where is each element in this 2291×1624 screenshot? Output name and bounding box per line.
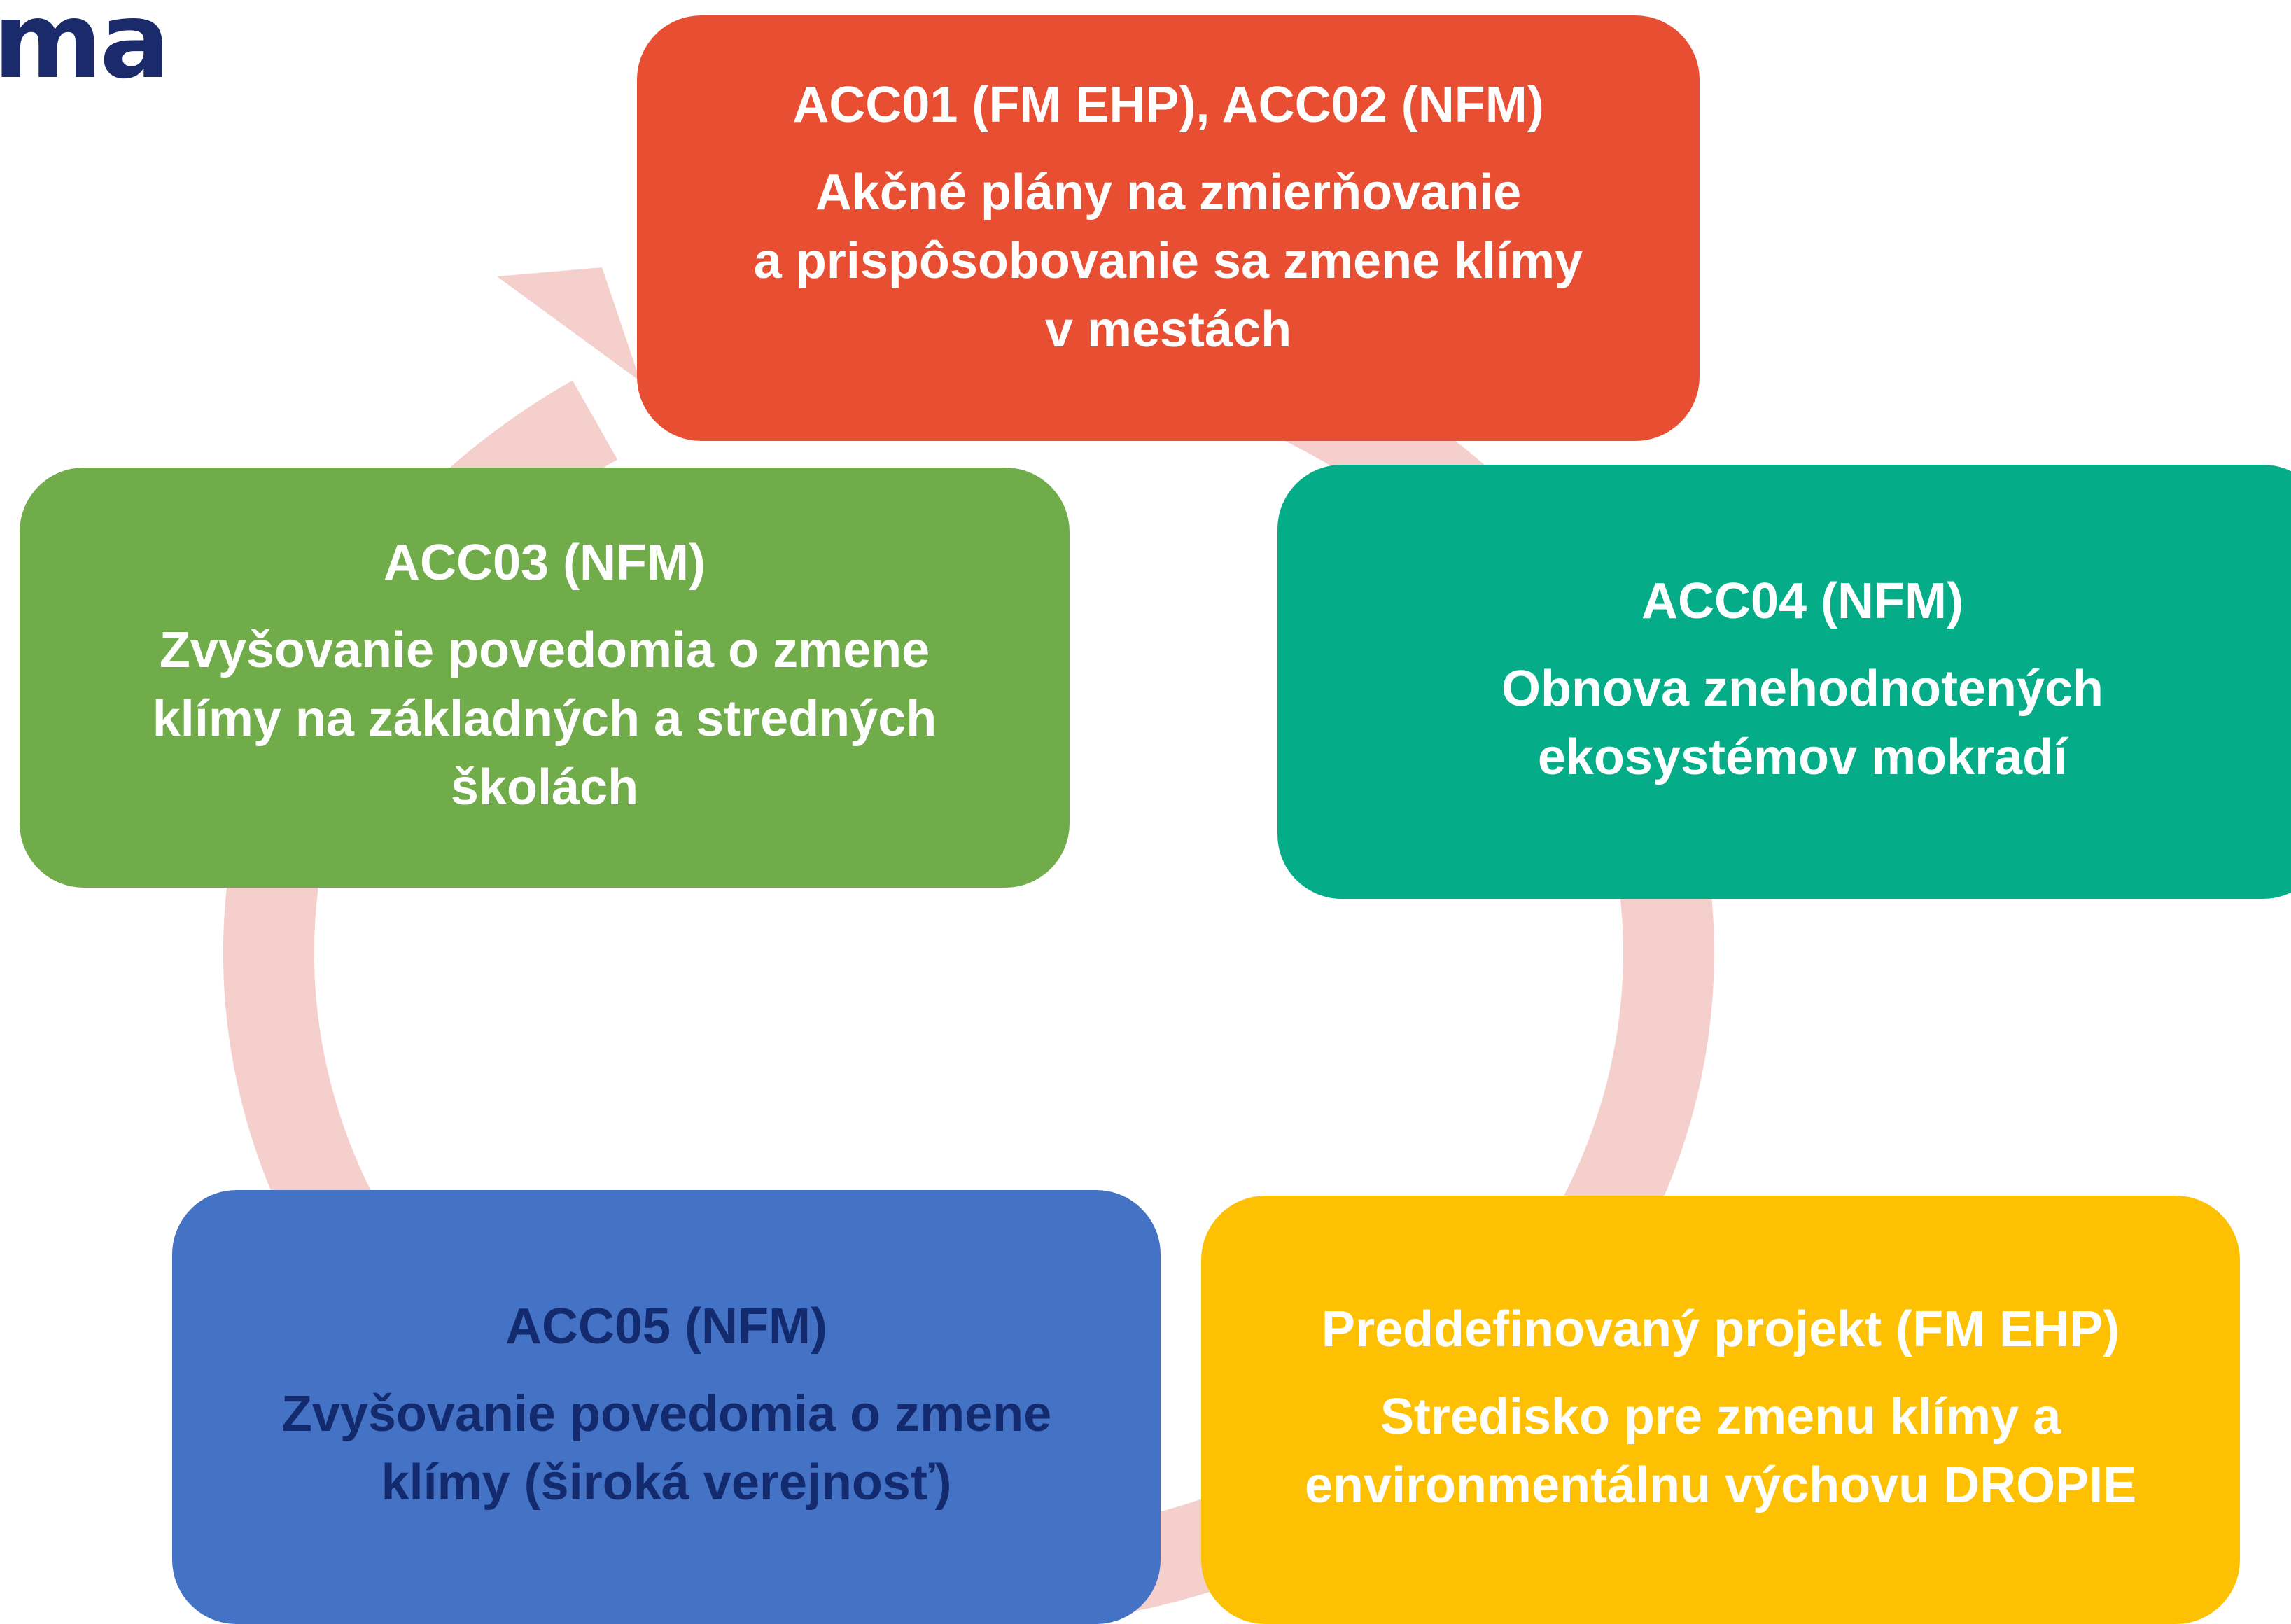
- node-acc03-line-3: školách: [450, 760, 639, 816]
- node-acc01: ACC01 (FM EHP), ACC02 (NFM) Akčné plány …: [637, 15, 1700, 441]
- node-acc01-description: Akčné plány na zmierňovanie a prispôsobo…: [754, 159, 1583, 365]
- node-acc03-heading: ACC03 (NFM): [384, 534, 706, 591]
- node-acc04-heading: ACC04 (NFM): [1641, 573, 1963, 629]
- node-acc05: ACC05 (NFM) Zvyšovanie povedomia o zmene…: [172, 1190, 1161, 1624]
- node-dropie-heading: Preddefinovaný projekt (FM EHP): [1321, 1301, 2120, 1357]
- node-acc01-heading: ACC01 (FM EHP), ACC02 (NFM): [792, 76, 1544, 133]
- node-acc05-line-1: Zvyšovanie povedomia o zmene: [281, 1386, 1052, 1443]
- node-acc04-line-2: ekosystémov mokradí: [1537, 729, 2068, 786]
- node-acc05-heading: ACC05 (NFM): [505, 1298, 827, 1354]
- node-acc03-line-1: Zvyšovanie povedomia o zmene: [159, 622, 930, 679]
- node-acc01-line-2: a prispôsobovanie sa zmene klímy: [753, 233, 1583, 290]
- node-acc04-line-1: Obnova znehodnotených: [1501, 661, 2104, 718]
- node-dropie-line-1: Stredisko pre zmenu klímy a: [1380, 1389, 2061, 1446]
- node-acc05-line-2: klímy (široká verejnosť): [381, 1455, 952, 1511]
- node-dropie: Preddefinovaný projekt (FM EHP) Stredisk…: [1201, 1196, 2240, 1624]
- node-acc04-description: Obnova znehodnotených ekosystémov mokrad…: [1501, 655, 2103, 792]
- page-title-fragment: ma: [0, 0, 171, 102]
- node-acc03: ACC03 (NFM) Zvyšovanie povedomia o zmene…: [20, 468, 1070, 888]
- node-acc01-line-3: v mestách: [1044, 302, 1292, 358]
- node-acc05-description: Zvyšovanie povedomia o zmene klímy (širo…: [281, 1380, 1051, 1518]
- node-acc03-description: Zvyšovanie povedomia o zmene klímy na zá…: [153, 617, 937, 822]
- node-acc03-line-2: klímy na základných a stredných: [152, 691, 937, 748]
- cycle-arrowhead-icon: [497, 267, 640, 382]
- node-acc01-line-1: Akčné plány na zmierňovanie: [815, 164, 1522, 221]
- node-acc04: ACC04 (NFM) Obnova znehodnotených ekosys…: [1277, 465, 2291, 899]
- node-dropie-line-2: environmentálnu výchovu DROPIE: [1304, 1457, 2137, 1514]
- node-dropie-description: Stredisko pre zmenu klímy a environmentá…: [1305, 1383, 2136, 1520]
